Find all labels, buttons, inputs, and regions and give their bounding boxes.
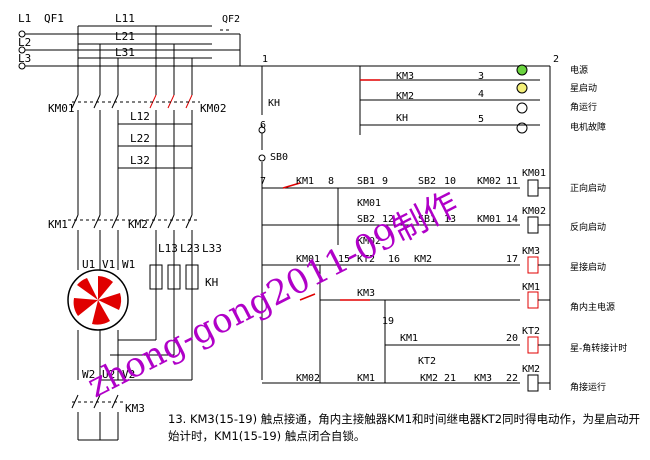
label-KM02-ctrl2: KM02: [296, 373, 320, 384]
label-KM1-ctrl1: KM1: [296, 176, 314, 187]
node-8: 8: [328, 176, 334, 187]
label-L3: L3: [18, 52, 31, 65]
coil-KM3-desc: 星接启动: [570, 261, 606, 273]
node-22: 22: [506, 373, 518, 384]
label-L11: L11: [115, 12, 135, 25]
node-11: 11: [506, 176, 518, 187]
indicator-motor-fault-label: 电机故障: [570, 121, 606, 133]
label-L2: L2: [18, 36, 31, 49]
label-L23: L23: [180, 242, 200, 255]
label-KM2-ctrl2: KM2: [420, 373, 438, 384]
label-SB1-b: SB1: [418, 214, 436, 225]
node-10: 10: [444, 176, 456, 187]
indicator-star-start-label: 星启动: [570, 82, 597, 94]
label-KM01-ctrl: KM01: [477, 214, 501, 225]
label-SB2-b: SB2: [357, 214, 375, 225]
coil-KM1-desc: 角内主电源: [570, 301, 615, 313]
label-KT2-a: KT2: [357, 254, 375, 265]
label-KM3-main: KM3: [125, 402, 145, 415]
label-KH-ctrl: KH: [268, 98, 280, 109]
node-5: 5: [478, 114, 484, 125]
label-W2: W2: [82, 368, 95, 381]
node-20: 20: [506, 333, 518, 344]
label-KM02-lock: KM02: [357, 236, 381, 247]
coil-KM01-name: KM01: [522, 168, 546, 179]
node-4: 4: [478, 89, 484, 100]
coil-KM01-desc: 正向启动: [570, 182, 606, 194]
label-KM02-main: KM02: [200, 102, 227, 115]
label-L32: L32: [130, 154, 150, 167]
indicator-power-label: 电源: [570, 64, 588, 76]
label-V1: V1: [102, 258, 115, 271]
label-QF1: QF1: [44, 12, 64, 25]
motor-rotor-icon: [73, 276, 122, 325]
node-3: 3: [478, 71, 484, 82]
label-KM01-main: KM01: [48, 102, 75, 115]
node-1: 1: [262, 54, 268, 65]
node-15: 15: [338, 254, 350, 265]
node-17: 17: [506, 254, 518, 265]
label-QF2: QF2: [222, 14, 240, 25]
coil-KM2-name: KM2: [522, 364, 540, 375]
coil-KM02-name: KM02: [522, 206, 546, 217]
label-KM2-ctrl: KM2: [414, 254, 432, 265]
node-16: 16: [388, 254, 400, 265]
label-SB2-a: SB2: [418, 176, 436, 187]
label-KM3-lamp: KM3: [396, 71, 414, 82]
indicator-delta-run-label: 角运行: [570, 101, 597, 113]
label-KH-lamp: KH: [396, 113, 408, 124]
label-L12: L12: [130, 110, 150, 123]
label-KM2-main: KM2: [128, 218, 148, 231]
label-KM2-lamp: KM2: [396, 91, 414, 102]
node-6: 6: [260, 120, 266, 131]
node-19: 19: [382, 316, 394, 327]
label-KM1-ctrl2: KM1: [400, 333, 418, 344]
label-KT2-b: KT2: [418, 356, 436, 367]
node-13: 13: [444, 214, 456, 225]
label-W1: W1: [122, 258, 135, 271]
label-U2: U2: [102, 368, 115, 381]
label-KM3-ctrl2: KM3: [474, 373, 492, 384]
coil-KM3-name: KM3: [522, 246, 540, 257]
label-KM1-ctrl3: KM1: [357, 373, 375, 384]
node-9: 9: [382, 176, 388, 187]
coil-KT2-desc: 星-角转接计时: [570, 342, 627, 354]
label-SB1-a: SB1: [357, 176, 375, 187]
node-7: 7: [260, 176, 266, 187]
label-U1: U1: [82, 258, 95, 271]
label-L31: L31: [115, 46, 135, 59]
label-L1: L1: [18, 12, 31, 25]
label-KM02-ctrl: KM02: [477, 176, 501, 187]
label-KM3-ctrl: KM3: [357, 288, 375, 299]
node-2: 2: [553, 54, 559, 65]
label-V2: V2: [122, 368, 135, 381]
label-L21: L21: [115, 30, 135, 43]
label-L13: L13: [158, 242, 178, 255]
coil-KM02-desc: 反向启动: [570, 221, 606, 233]
label-KH-main: KH: [205, 276, 218, 289]
label-SB0: SB0: [270, 152, 288, 163]
label-KM01-lock: KM01: [357, 198, 381, 209]
node-12: 12: [382, 214, 394, 225]
label-L33: L33: [202, 242, 222, 255]
node-14: 14: [506, 214, 518, 225]
coil-KT2-name: KT2: [522, 326, 540, 337]
node-21: 21: [444, 373, 456, 384]
coil-KM1-name: KM1: [522, 282, 540, 293]
label-KM01-ctrl2: KM01: [296, 254, 320, 265]
coil-KM2-desc: 角接运行: [570, 381, 606, 393]
label-L22: L22: [130, 132, 150, 145]
label-KM1-main: KM1: [48, 218, 68, 231]
caption-text: 13. KM3(15-19) 触点接通，角内主接触器KM1和时间继电器KT2同时…: [168, 412, 641, 443]
